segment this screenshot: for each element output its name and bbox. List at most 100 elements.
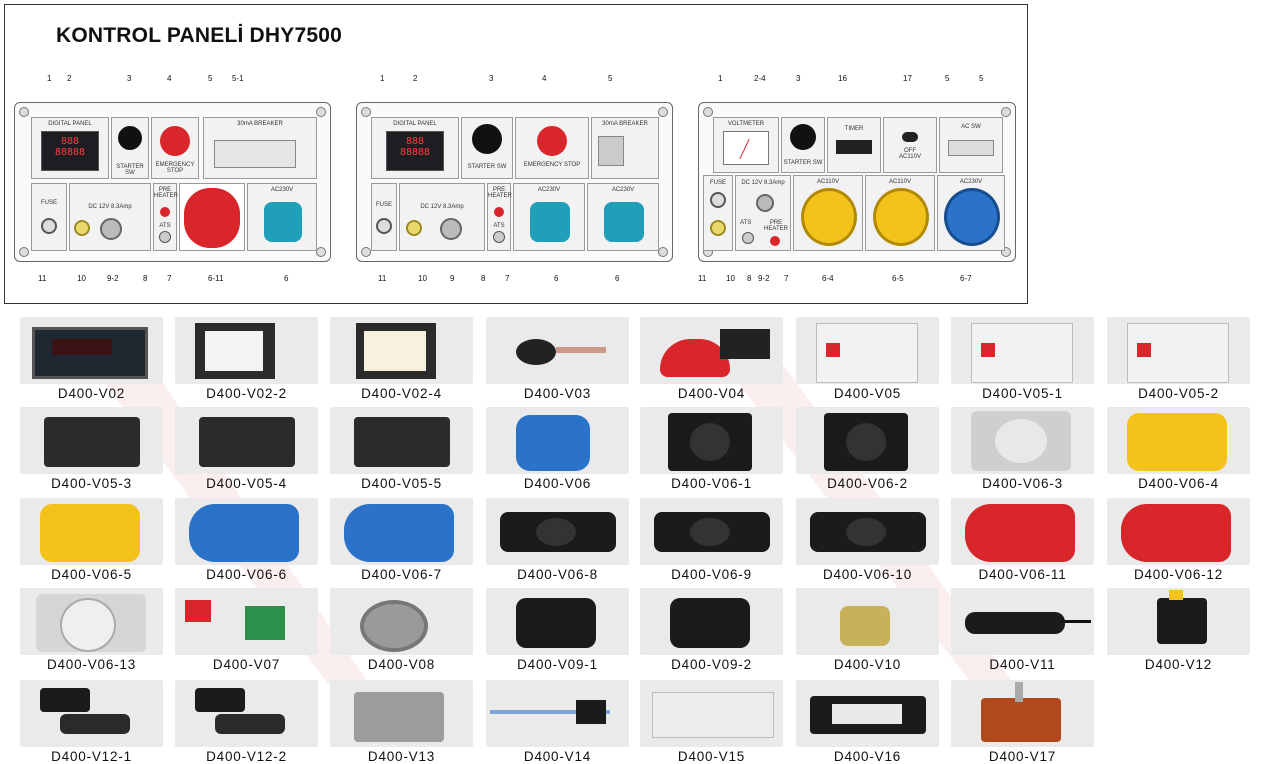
part-photo — [951, 680, 1094, 747]
callout-label: 11 — [38, 274, 47, 283]
part-code-label: D400-V06-1 — [671, 476, 752, 491]
pre-heater-cell: PRE HEATER ATS — [153, 183, 178, 251]
callout-label: 8 — [747, 274, 752, 283]
callout-label: 1 — [47, 74, 52, 83]
ats-icon — [493, 231, 505, 243]
part-photo — [1107, 588, 1250, 655]
callout-label: 10 — [77, 274, 86, 283]
part-code-label: D400-V05-1 — [982, 386, 1063, 401]
voltmeter-cell: VOLTMETER — [713, 117, 779, 173]
part-tile: D400-V06-8 — [486, 498, 629, 582]
callout-label: 5 — [945, 74, 950, 83]
cyan-socket-cell: AC230V — [513, 183, 585, 251]
part-code-label: D400-V06-8 — [517, 567, 598, 582]
part-photo — [330, 317, 473, 384]
brass-fuse-icon — [74, 220, 90, 236]
part-code-label: D400-V12-1 — [51, 749, 132, 764]
analog-voltmeter-icon — [723, 131, 769, 165]
part-tile: D400-V05-2 — [1107, 317, 1250, 401]
callout-label: 8 — [143, 274, 148, 283]
part-tile: D400-V16 — [796, 680, 939, 764]
dc-socket-icon — [756, 194, 774, 212]
emergency-stop-cell: EMERGENCY STOP — [515, 117, 589, 179]
pre-heater-label: PRE HEATER — [488, 187, 512, 199]
part-tile: D400-V06-11 — [951, 498, 1094, 582]
pre-heater-label: PRE HEATER — [154, 187, 178, 199]
yellow-socket-icon — [801, 188, 857, 246]
part-tile: D400-V02-2 — [175, 317, 318, 401]
callout-label: 5 — [208, 74, 213, 83]
fuse-cell: FUSE — [703, 175, 733, 251]
part-photo — [640, 498, 783, 565]
key-switch-icon — [118, 126, 142, 150]
key-switch-icon — [472, 124, 502, 154]
callout-label: 10 — [418, 274, 427, 283]
part-code-label: D400-V05-2 — [1138, 386, 1219, 401]
cyan-socket-icon — [604, 202, 644, 242]
part-tile: D400-V09-1 — [486, 588, 629, 672]
fuse-icon — [376, 218, 392, 234]
callout-label: 3 — [489, 74, 494, 83]
key-switch-icon — [790, 124, 816, 150]
starter-switch-label: STARTER SW — [116, 164, 144, 176]
panel-screw — [19, 107, 29, 117]
part-photo — [796, 317, 939, 384]
ac-selector-cell: OFF AC110V — [883, 117, 937, 173]
part-photo — [20, 588, 163, 655]
red-socket-cell — [179, 183, 245, 251]
panel-screw — [19, 247, 29, 257]
part-tile: D400-V06-13 — [20, 588, 163, 672]
part-code-label: D400-V06-13 — [46, 657, 137, 672]
fuse-icon — [710, 192, 726, 208]
part-code-label: D400-V02-4 — [361, 386, 442, 401]
starter-switch-label: STARTER SW — [467, 164, 507, 170]
part-photo — [486, 317, 629, 384]
part-tile: D400-V02-4 — [330, 317, 473, 401]
part-code-label: D400-V06 — [523, 476, 592, 491]
dc-output-cell: DC 12V 8.3Amp — [69, 183, 151, 251]
part-code-label: D400-V02 — [57, 386, 126, 401]
control-panel-2: DIGITAL PANEL 888 88888 STARTER SW EMERG… — [356, 102, 673, 262]
panel-screw — [703, 107, 713, 117]
part-photo — [640, 407, 783, 474]
callout-label: 7 — [167, 274, 172, 283]
pre-heater-button-icon — [160, 207, 170, 217]
part-code-label: D400-V12 — [1144, 657, 1213, 672]
part-tile: D400-V06-3 — [951, 407, 1094, 491]
part-tile: D400-V06-5 — [20, 498, 163, 582]
callout-label: 10 — [726, 274, 735, 283]
part-tile: D400-V08 — [330, 588, 473, 672]
part-photo — [20, 680, 163, 747]
breaker-cell: 30mA BREAKER — [591, 117, 659, 179]
dc-output-cell: DC 12V 8.3Amp — [399, 183, 485, 251]
diagram-title: KONTROL PANELİ DHY7500 — [56, 24, 343, 47]
part-tile: D400-V03 — [486, 317, 629, 401]
yellow-socket-cell: AC110V — [793, 175, 863, 251]
part-photo — [330, 588, 473, 655]
part-tile: D400-V06-12 — [1107, 498, 1250, 582]
ats-icon — [159, 231, 171, 243]
control-panel-1: DIGITAL PANEL 888 88888 STARTER SW EMERG… — [14, 102, 331, 262]
part-photo — [486, 407, 629, 474]
part-tile: D400-V05-5 — [330, 407, 473, 491]
callout-label: 1 — [718, 74, 723, 83]
part-photo — [486, 498, 629, 565]
ats-icon — [742, 232, 754, 244]
off-label: OFF — [904, 148, 916, 154]
part-code-label: D400-V06-3 — [982, 476, 1063, 491]
part-tile: D400-V05 — [796, 317, 939, 401]
brass-fuse-icon — [406, 220, 422, 236]
part-code-label: D400-V17 — [988, 749, 1057, 764]
ac230v-label: AC230V — [959, 179, 983, 185]
digital-panel-label: DIGITAL PANEL — [48, 121, 92, 127]
panel-screw — [316, 107, 326, 117]
callout-label: 6-5 — [892, 274, 904, 283]
breaker-icon — [214, 140, 296, 168]
part-tile: D400-V06-1 — [640, 407, 783, 491]
cyan-socket-icon — [264, 202, 302, 242]
part-code-label: D400-V06-2 — [827, 476, 908, 491]
part-code-label: D400-V06-9 — [671, 567, 752, 582]
part-code-label: D400-V07 — [212, 657, 281, 672]
blue-socket-icon — [944, 188, 1000, 246]
part-photo — [20, 407, 163, 474]
